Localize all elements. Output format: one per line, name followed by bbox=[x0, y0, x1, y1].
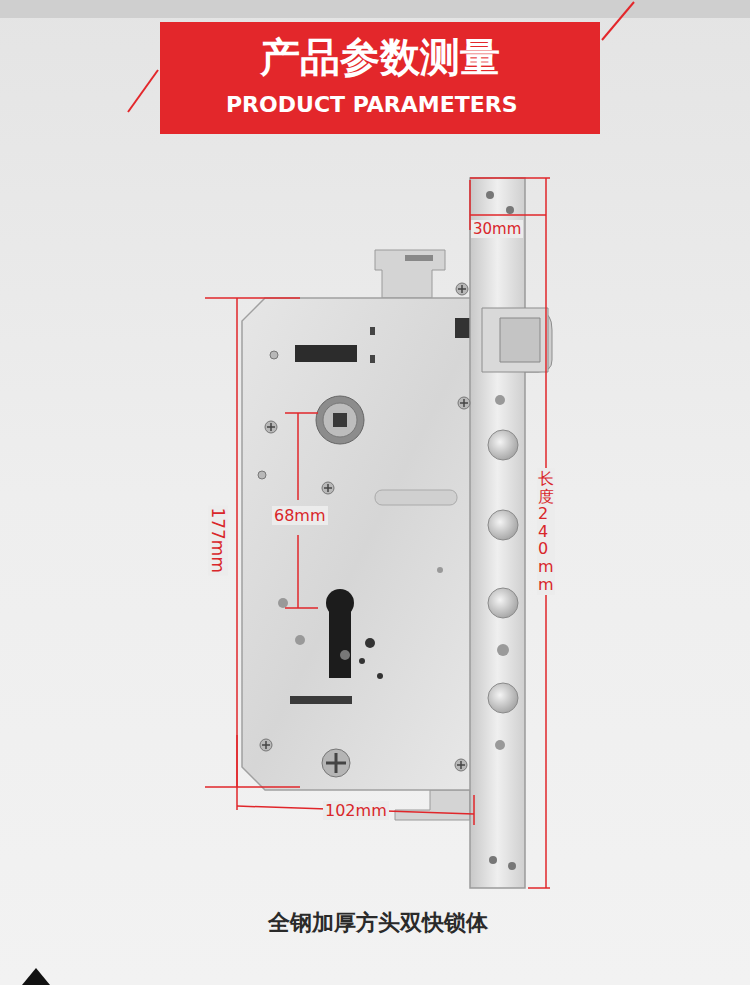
dimension-label: 长度240mm bbox=[537, 468, 555, 595]
case-slot bbox=[295, 345, 357, 362]
case-slot bbox=[370, 327, 375, 335]
cylinder-hole bbox=[329, 603, 351, 678]
dead-bolt bbox=[488, 588, 518, 618]
dimension-label: 102mm bbox=[323, 801, 389, 820]
faceplate-hole bbox=[506, 206, 514, 214]
corner-mark bbox=[22, 968, 50, 985]
bottom-screw bbox=[322, 749, 350, 777]
banner-subtitle: PRODUCT PARAMETERS bbox=[226, 92, 518, 118]
spindle-hole bbox=[333, 413, 347, 427]
case-hole bbox=[377, 673, 383, 679]
title-banner bbox=[160, 22, 600, 134]
faceplate-hole bbox=[486, 191, 494, 199]
faceplate-hole bbox=[489, 856, 497, 864]
screw-slots bbox=[262, 285, 468, 769]
dead-bolt bbox=[488, 683, 518, 713]
banner-accent bbox=[128, 70, 158, 112]
latch-housing bbox=[482, 308, 548, 372]
banner-title: 产品参数测量 bbox=[260, 34, 500, 80]
latch-tongue bbox=[500, 318, 540, 362]
faceplate-hole bbox=[508, 862, 516, 870]
dead-bolt bbox=[488, 510, 518, 540]
case-slot bbox=[375, 490, 457, 505]
case-hole bbox=[437, 567, 443, 573]
top-tab bbox=[375, 250, 445, 298]
small-bolt bbox=[497, 644, 509, 656]
case-rivet bbox=[295, 635, 305, 645]
top-strip bbox=[0, 0, 750, 18]
case-hole bbox=[365, 638, 375, 648]
case-slot bbox=[370, 355, 375, 363]
dimension-label: 68mm bbox=[272, 506, 328, 525]
handle-hub bbox=[323, 403, 357, 437]
tab-slot bbox=[405, 255, 433, 261]
faceplate-screw bbox=[495, 395, 505, 405]
dimension-label: 177mm bbox=[208, 505, 228, 575]
faceplate-screw bbox=[495, 740, 505, 750]
handle-hub bbox=[316, 396, 364, 444]
banner-accent bbox=[602, 2, 634, 40]
dimension-label: 30mm bbox=[471, 220, 523, 238]
case-screws bbox=[258, 283, 470, 771]
product-caption: 全钢加厚方头双快锁体 bbox=[268, 910, 488, 936]
case-hole bbox=[359, 658, 365, 664]
dead-bolt bbox=[488, 430, 518, 460]
bottom-tab bbox=[395, 790, 470, 820]
dimension-lines bbox=[205, 178, 550, 888]
case-slot bbox=[290, 696, 352, 704]
case-rivet bbox=[278, 598, 288, 608]
screw-cross bbox=[326, 753, 346, 773]
cylinder-pin bbox=[340, 650, 350, 660]
faceplate bbox=[470, 178, 525, 888]
lock-case bbox=[242, 298, 490, 790]
